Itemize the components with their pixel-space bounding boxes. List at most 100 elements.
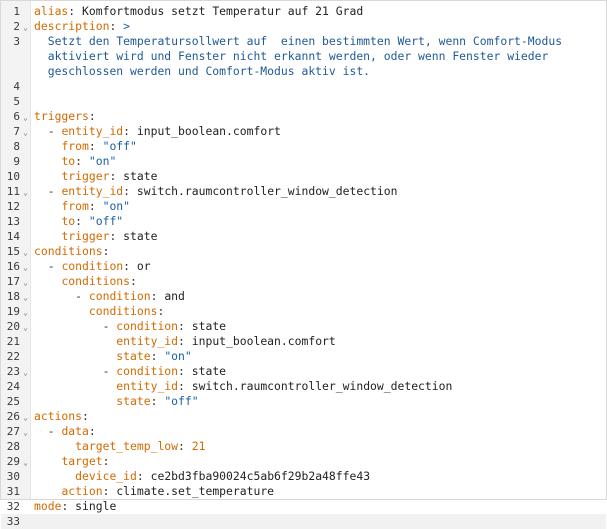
code-token-p: : [102,484,117,498]
fold-chevron-icon[interactable]: ⌄ [23,278,28,287]
code-line[interactable]: 8 from: "off" [1,139,606,154]
fold-chevron-icon[interactable]: ⌄ [23,188,28,197]
fold-chevron-icon[interactable]: ⌄ [23,368,28,377]
fold-chevron-icon[interactable]: ⌄ [23,113,28,122]
code-text: - condition: state [34,364,226,379]
fold-chevron-icon[interactable]: ⌄ [23,458,28,467]
code-line[interactable]: 11⌄ - entity_id: switch.raumcontroller_w… [1,184,606,199]
code-line[interactable]: 19⌄ conditions: [1,304,606,319]
code-line[interactable]: 22 state: "on" [1,349,606,364]
code-token-s: "on" [88,154,117,168]
indent [34,424,48,438]
line-number: 31 [6,485,20,498]
indent [34,274,61,288]
code-line[interactable]: 33 [1,514,606,529]
code-text: conditions: [34,274,136,289]
code-line[interactable]: 14 trigger: state [1,229,606,244]
code-token-v: or [136,259,151,273]
code-line[interactable]: 6⌄triggers: [1,109,606,124]
fold-chevron-icon[interactable]: ⌄ [23,413,28,422]
code-token-k: entity_id [116,334,179,348]
code-token-k: trigger [61,229,110,243]
line-number: 11 [6,185,20,198]
code-token-p: : [88,139,103,153]
code-line[interactable]: 28 target_temp_low: 21 [1,439,606,454]
code-token-k: triggers [34,109,89,123]
fold-chevron-icon[interactable]: ⌄ [23,248,28,257]
code-token-p: : [123,259,137,273]
code-line[interactable]: 10 trigger: state [1,169,606,184]
code-line[interactable]: 5 [1,94,606,109]
code-token-k: alias [34,4,69,18]
code-token-v: switch.raumcontroller_window_detection [136,184,398,198]
code-line[interactable]: 13 to: "off" [1,214,606,229]
line-number: 25 [6,395,20,408]
code-token-k: description [34,19,110,33]
fold-chevron-icon[interactable]: ⌄ [23,23,28,32]
fold-chevron-icon[interactable]: ⌄ [23,293,28,302]
code-line[interactable]: 18⌄ - condition: and [1,289,606,304]
code-line[interactable]: 7⌄ - entity_id: input_boolean.comfort [1,124,606,139]
line-number: 10 [6,170,20,183]
code-token-k: state [116,349,151,363]
code-token-p: : [123,124,137,138]
indent [34,259,48,273]
code-token-p: - [75,289,89,303]
code-line[interactable]: 29⌄ target: [1,454,606,469]
code-line[interactable]: 4 [1,79,606,94]
line-number: 7 [13,125,20,138]
code-line[interactable]: 21 entity_id: input_boolean.comfort [1,334,606,349]
code-line[interactable]: 17⌄ conditions: [1,274,606,289]
code-token-k: data [61,424,89,438]
code-line[interactable]: 2⌄description: > [1,19,606,34]
code-line[interactable]: 3 Setzt den Temperatursollwert auf einen… [1,34,606,49]
code-line[interactable]: 20⌄ - condition: state [1,319,606,334]
fold-chevron-icon[interactable]: ⌄ [23,128,28,137]
fold-chevron-icon[interactable]: ⌄ [23,428,28,437]
code-token-p: : [88,424,96,438]
code-text: state: "off" [34,394,198,409]
fold-chevron-icon[interactable]: ⌄ [23,308,28,317]
code-token-v: switch.raumcontroller_window_detection [191,379,453,393]
code-line[interactable]: 15⌄conditions: [1,244,606,259]
line-number: 13 [6,215,20,228]
code-token-p: : [157,304,165,318]
code-token-v: state [123,229,158,243]
code-line[interactable]: 23⌄ - condition: state [1,364,606,379]
code-token-v: single [75,499,117,513]
line-number: 27 [6,425,20,438]
code-line[interactable]: 31 action: climate.set_temperature [1,484,606,499]
code-line[interactable]: 30 device_id: ce2bd3fba90024c5ab6f29b2a4… [1,469,606,484]
line-number: 12 [6,200,20,213]
code-token-p: : [109,19,124,33]
code-line[interactable]: 9 to: "on" [1,154,606,169]
code-line[interactable]: 24 entity_id: switch.raumcontroller_wind… [1,379,606,394]
indent [34,364,103,378]
indent [34,169,61,183]
fold-chevron-icon[interactable]: ⌄ [23,323,28,332]
code-token-p: : [68,4,83,18]
code-line[interactable]: 16⌄ - condition: or [1,259,606,274]
code-token-p: : [109,169,124,183]
code-token-k: mode [34,499,62,513]
code-line[interactable]: 27⌄ - data: [1,424,606,439]
indent [34,349,116,363]
line-number: 2 [13,20,20,33]
indent [34,319,103,333]
code-line[interactable]: 25 state: "off" [1,394,606,409]
code-token-p: : [102,244,110,258]
code-line[interactable]: 26⌄actions: [1,409,606,424]
code-token-k: condition [116,364,179,378]
code-token-p: : [178,334,192,348]
indent [34,439,75,453]
code-token-k: state [116,394,151,408]
code-line[interactable]: aktiviert wird und Fenster nicht erkannt… [1,49,606,64]
code-line[interactable]: geschlossen werden und Comfort-Modus akt… [1,64,606,79]
code-text: - condition: state [34,319,226,334]
code-line[interactable]: 12 from: "on" [1,199,606,214]
fold-chevron-icon[interactable]: ⌄ [23,263,28,272]
code-token-p: : [88,109,96,123]
